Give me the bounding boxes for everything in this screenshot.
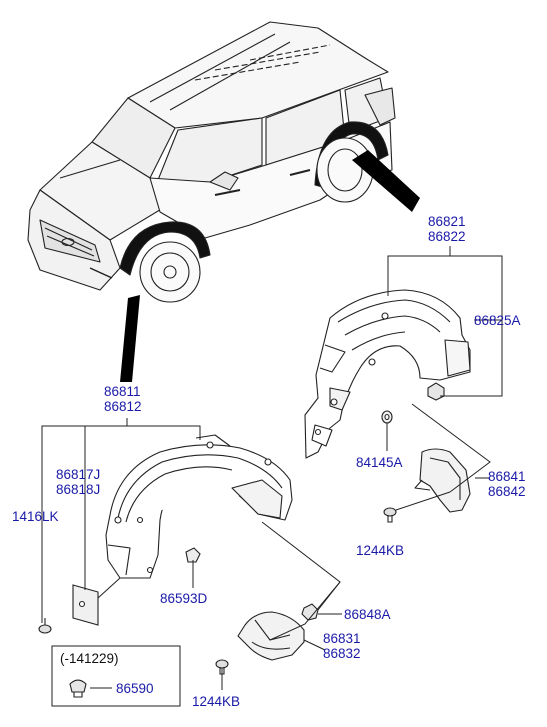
label-86590: 86590 (116, 681, 154, 696)
rear-wheel-guard (304, 289, 471, 459)
label-86842: 86842 (488, 484, 526, 499)
nut-rear-guard (427, 382, 445, 401)
legend-box (51, 645, 181, 707)
leader-lines (41, 246, 503, 690)
clip-84145a (381, 410, 393, 424)
vehicle-illustration (27, 21, 396, 303)
label-86817j: 86817J (56, 467, 101, 482)
clip-86593d (185, 547, 201, 563)
label-86831: 86831 (323, 631, 361, 646)
front-mud-guard (237, 611, 305, 661)
label-86822: 86822 (428, 229, 466, 244)
screw-rear-mud (383, 507, 397, 523)
screw-1416lk (38, 618, 52, 634)
label-86818j: 86818J (56, 482, 101, 497)
nut-86848a (301, 603, 319, 621)
rear-leader-wedge (352, 150, 420, 212)
label-86812: 86812 (104, 399, 142, 414)
rear-mud-guard (414, 448, 471, 513)
label-1416lk: 1416LK (12, 509, 59, 524)
label-1244kb-rear: 1244KB (356, 543, 405, 558)
front-wheel-guard (105, 434, 293, 579)
label-86832: 86832 (323, 646, 361, 661)
label-86821: 86821 (428, 214, 466, 229)
label-86825a: 86825A (474, 313, 521, 328)
bracket-plate (72, 584, 99, 626)
label-86811: 86811 (104, 384, 141, 399)
front-leader-wedge (120, 295, 140, 382)
legend-period: (-141229) (60, 651, 119, 666)
label-86841: 86841 (488, 469, 526, 484)
label-86593d: 86593D (160, 591, 208, 606)
label-84145a: 84145A (356, 455, 403, 470)
legend-clip-icon (69, 679, 87, 698)
label-1244kb-front: 1244KB (192, 694, 241, 709)
label-86848a: 86848A (344, 607, 391, 622)
